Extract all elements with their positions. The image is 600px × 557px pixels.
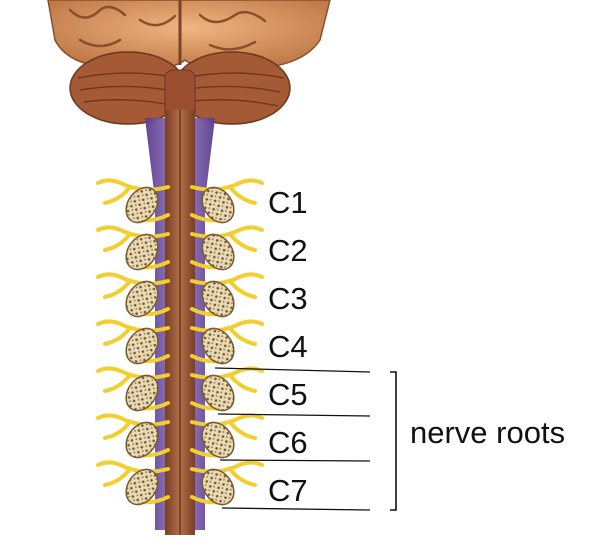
label-c5: C5 [268,377,308,412]
nerve-roots-label: nerve roots [410,415,566,450]
vertebra-bone [125,327,159,365]
vertebra-bone [125,186,159,224]
label-c6: C6 [268,425,308,460]
vertebra-segment-c3 [96,272,264,318]
label-c3: C3 [268,281,308,316]
vertebra-segment-c1 [96,178,264,224]
vertebra-bone [201,233,235,271]
leader-lines [214,367,371,511]
label-c7: C7 [268,473,308,508]
vertebra-bone [201,374,235,412]
vertebra-bone [125,468,159,506]
vertebra-segment-c7 [96,460,264,506]
nerve-roots-bracket [390,371,397,511]
vertebra-segment-c6 [96,413,264,459]
vertebra-bone [201,280,235,318]
vertebra-bone [201,421,235,459]
vertebra-bone [125,233,159,271]
vertebra-bone [125,374,159,412]
vertebra-bone [201,327,235,365]
vertebra-bone [201,186,235,224]
vertebra-bone [125,421,159,459]
brain [47,0,331,70]
vertebra-bone [125,280,159,318]
cerebellum [69,51,291,125]
vertebra-bone [201,468,235,506]
label-c4: C4 [268,329,308,364]
vertebra-segment-c2 [96,225,264,271]
vertebra-segment-c4 [96,319,264,365]
label-c2: C2 [268,233,308,268]
label-c1: C1 [268,185,308,220]
